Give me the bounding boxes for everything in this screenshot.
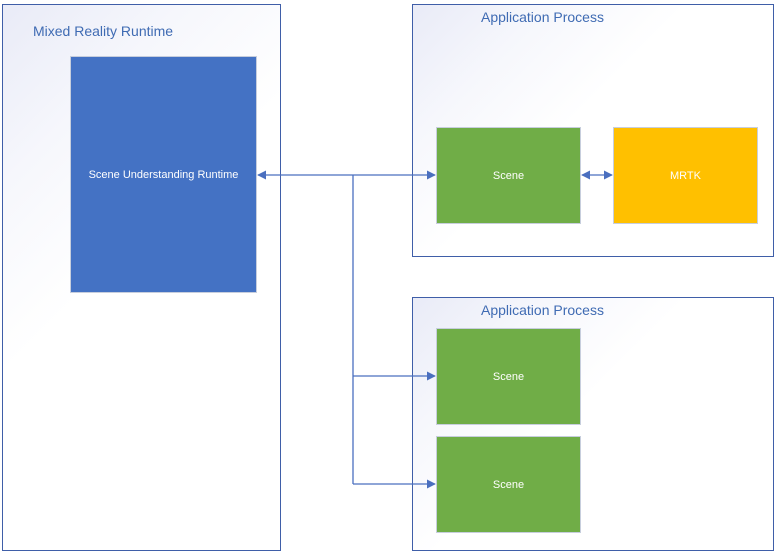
scene-label-top: Scene xyxy=(492,169,525,182)
scene-understanding-runtime-label: Scene Understanding Runtime xyxy=(88,168,239,181)
scene-box-bottom-2: Scene xyxy=(436,436,581,533)
scene-label-bottom-2: Scene xyxy=(492,478,525,491)
mrtk-label: MRTK xyxy=(670,169,701,182)
scene-box-top: Scene xyxy=(436,127,581,224)
application-process-bottom-title: Application Process xyxy=(481,302,604,318)
scene-label-bottom-1: Scene xyxy=(492,370,525,383)
application-process-top-title: Application Process xyxy=(481,9,604,25)
scene-box-bottom-1: Scene xyxy=(436,328,581,425)
mrtk-box: MRTK xyxy=(613,127,758,224)
scene-understanding-runtime-box: Scene Understanding Runtime xyxy=(70,56,257,293)
mixed-reality-runtime-title: Mixed Reality Runtime xyxy=(33,23,174,39)
